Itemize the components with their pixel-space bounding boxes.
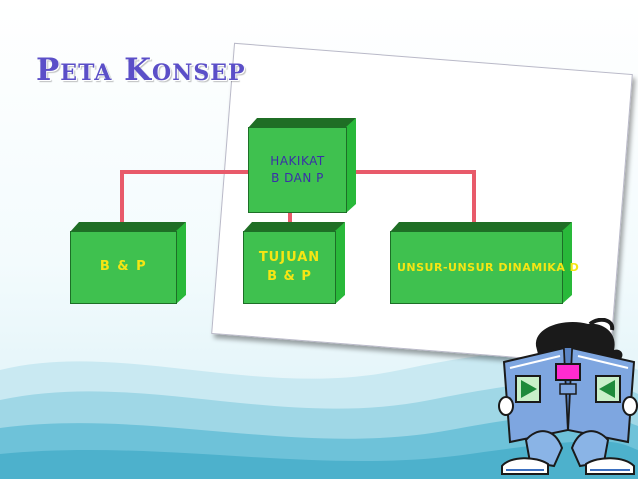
connector-hakikat-unsur [347,170,476,222]
node-hakikat-label: HAKIKAT B DAN P [248,127,347,213]
wave-background [0,351,638,479]
node-unsur-label: UNSUR-UNSUR DINAMIKA D [390,231,579,304]
node-tujuan-label: TUJUAN B & P [243,231,336,304]
child-reading-book-icon [498,318,638,475]
node-unsur: UNSUR-UNSUR DINAMIKA D [390,222,579,304]
node-bp-label: B & P [70,231,177,304]
node-bp: B & P [70,222,186,304]
play-back-icon [595,375,621,403]
play-forward-icon [515,375,541,403]
connector-hakikat-bp [120,170,248,222]
node-tujuan: TUJUAN B & P [243,222,345,304]
node-hakikat: HAKIKAT B DAN P [248,118,356,213]
slide-title: Peta Konsep [36,52,246,88]
